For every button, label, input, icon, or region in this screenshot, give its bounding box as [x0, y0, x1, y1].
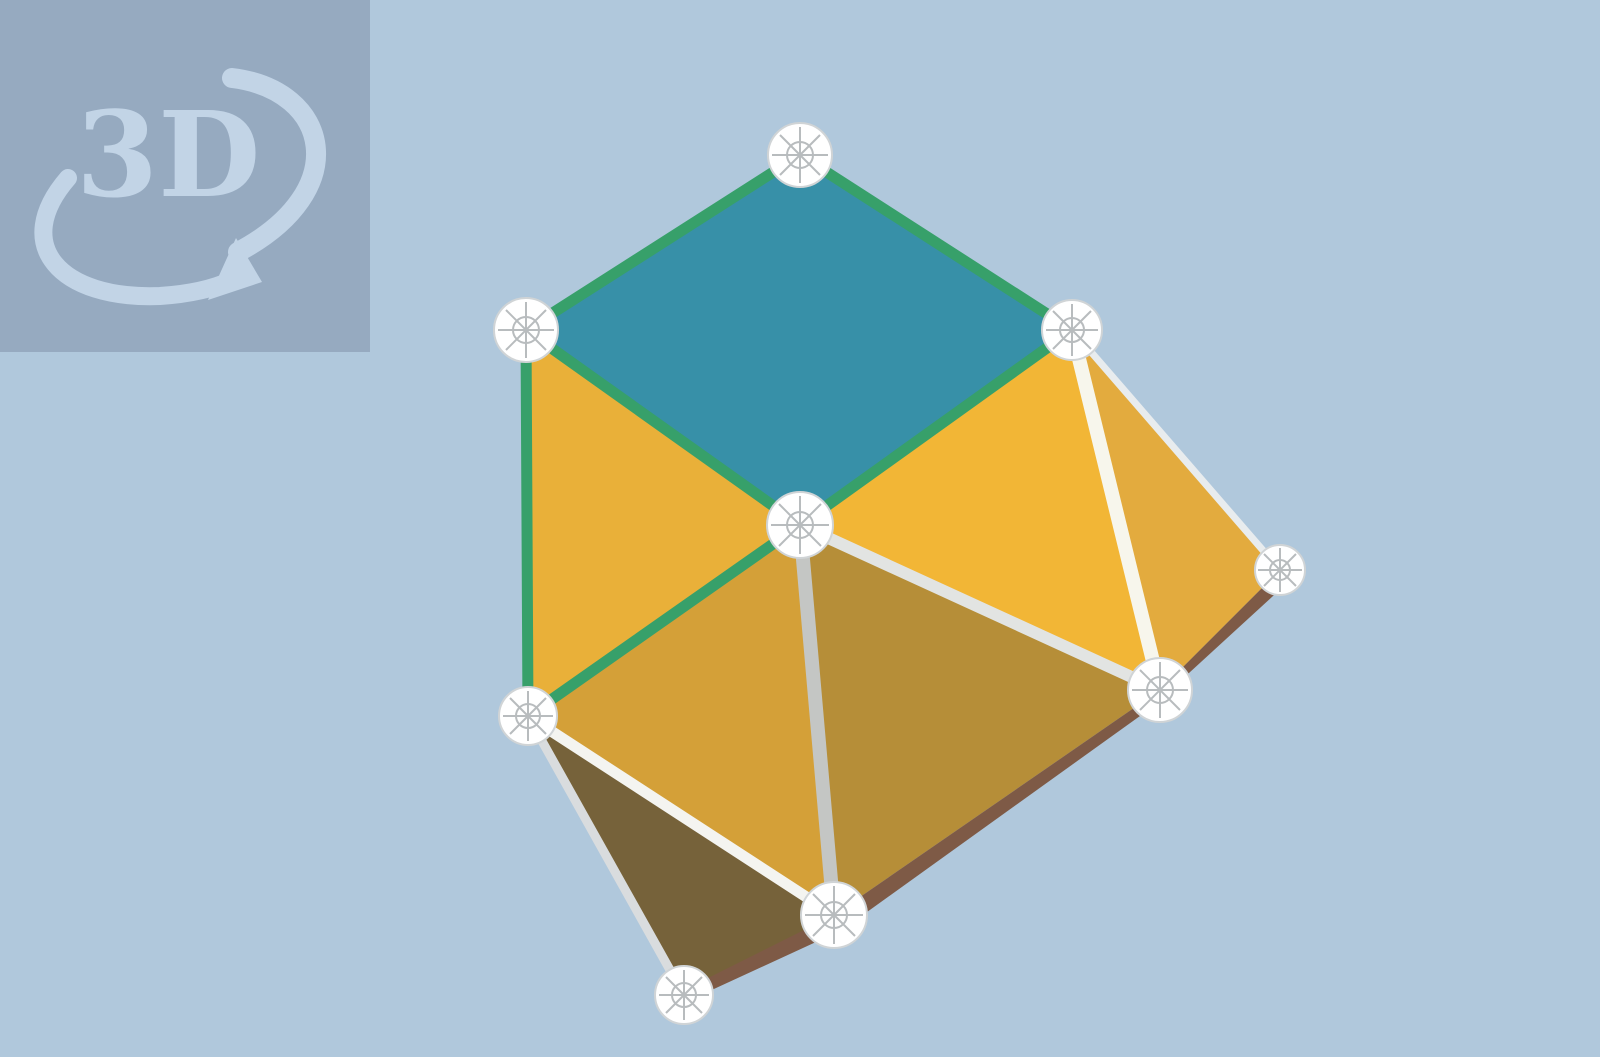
edge-white [794, 519, 1166, 696]
edge-green [522, 519, 806, 722]
node-right[interactable] [1041, 299, 1103, 361]
node-far-right[interactable] [1254, 544, 1306, 596]
node-left[interactable] [493, 297, 559, 363]
3d-rotate-button[interactable]: 3D [0, 0, 370, 352]
edge-white [1068, 326, 1284, 574]
node-lower-left[interactable] [498, 686, 558, 746]
bottom-rim-3 [684, 915, 842, 1000]
edge-white [793, 518, 841, 922]
node-center[interactable] [766, 491, 834, 559]
dark-face [800, 525, 1160, 915]
nodes [493, 122, 1306, 1025]
rotate-3d-icon: 3D [34, 68, 326, 306]
edge-green [520, 324, 534, 722]
side-right-face [1072, 330, 1280, 690]
badge-label: 3D [76, 85, 260, 224]
edge-white [522, 710, 840, 921]
edge-white [1065, 323, 1167, 697]
bottom-rim-2 [834, 690, 1165, 930]
node-bottom[interactable] [800, 881, 868, 949]
node-bottom-left[interactable] [654, 965, 714, 1025]
node-top[interactable] [767, 122, 833, 188]
edge-white [523, 711, 689, 1000]
node-lower-right[interactable] [1127, 657, 1193, 723]
ochre-face [528, 525, 834, 915]
yellow-left-face [526, 330, 800, 716]
bottom-rim [1160, 570, 1285, 695]
shadow-face [528, 716, 834, 997]
yellow-right-face [800, 330, 1160, 690]
